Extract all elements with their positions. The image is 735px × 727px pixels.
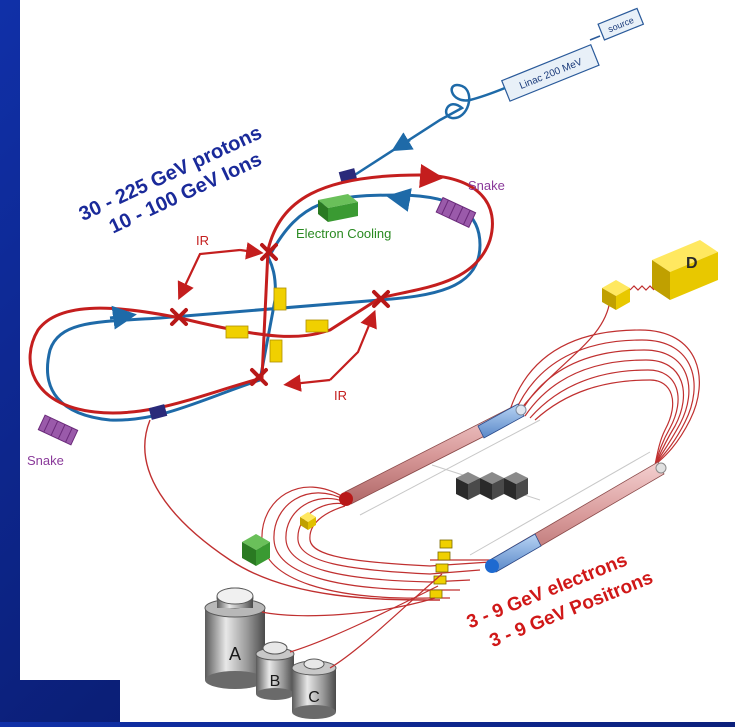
ir-cross-markers <box>170 243 390 386</box>
blue-arrow-top <box>386 188 412 212</box>
yellow-magnets <box>225 287 329 363</box>
detector-c-label: C <box>308 689 320 706</box>
detector-d: D <box>652 240 718 300</box>
green-block <box>242 534 270 566</box>
yellow-small-block <box>300 512 316 530</box>
detector-d-spring <box>629 285 655 291</box>
transfer-line <box>144 419 441 601</box>
electron-ring-right-fan <box>509 299 700 466</box>
detector-beamlines <box>261 573 443 669</box>
detector-a: A <box>204 587 266 689</box>
detector-d-label: D <box>686 255 698 272</box>
detector-b-label: B <box>270 673 281 690</box>
yellow-stacked-magnets <box>429 539 453 599</box>
detector-b: B <box>255 641 295 700</box>
transfer-magnet <box>148 404 168 420</box>
ir-top-label: IR <box>196 233 209 248</box>
detector-c: C <box>291 658 337 719</box>
electron-ring-left-fan <box>261 486 495 599</box>
red-arrow-top <box>419 164 444 188</box>
snake-left-magnet <box>37 414 79 446</box>
source-linac-link <box>589 35 601 41</box>
snake-top-magnet <box>435 196 477 228</box>
ir-bottom-arrow-left <box>283 374 331 392</box>
white-panel <box>20 0 735 722</box>
rf-cavity-cubes <box>456 472 528 500</box>
snake-left-label: Snake <box>27 453 64 468</box>
electron-cooling-block <box>318 194 358 222</box>
ir-bottom-arrow-right <box>329 309 377 381</box>
ir-top-arrow-left <box>177 248 241 300</box>
injection-line <box>349 83 506 180</box>
detector-a-label: A <box>229 644 241 664</box>
snake-top-label: Snake <box>468 178 505 193</box>
electron-cooling-label: Electron Cooling <box>296 226 391 241</box>
ir-bottom-label: IR <box>334 388 347 403</box>
source-box: source <box>597 7 645 41</box>
blue-arrow-left <box>109 305 137 330</box>
electron-ring-pipes <box>339 403 667 573</box>
detector-d-small <box>602 280 630 310</box>
injection-arrow <box>391 132 414 152</box>
ir-top-arrow-right <box>239 242 264 260</box>
